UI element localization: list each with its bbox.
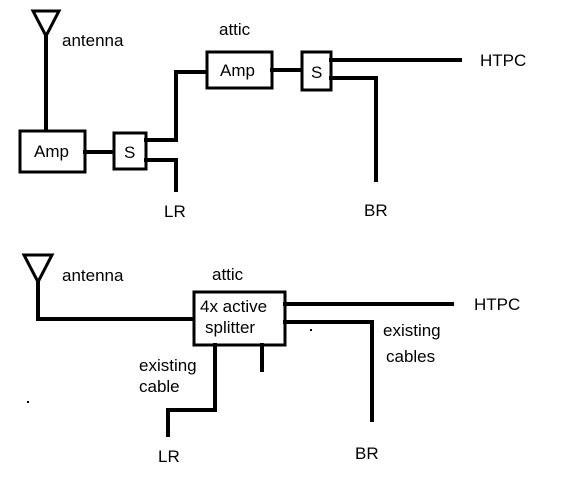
antenna-icon [30, 9, 62, 40]
splitter-to-br-wire [329, 76, 378, 182]
active-splitter-label-line1: 4x active [200, 297, 267, 316]
splitter-to-br-wire-bottom [283, 320, 374, 422]
existing-cables-label-line2: cables [386, 347, 435, 366]
amp-label-attic: Amp [220, 61, 255, 80]
stray-dot [310, 329, 312, 331]
br-label-top: BR [364, 201, 388, 220]
splitter-box-lower [112, 131, 148, 171]
splitter-label-lower: S [124, 143, 135, 162]
attic-label-bottom: attic [212, 265, 244, 284]
htpc-label-bottom: HTPC [474, 295, 520, 314]
lr-label-top: LR [164, 202, 186, 221]
splitter-to-attic-wire [144, 70, 209, 142]
lr-label-bottom: LR [158, 447, 180, 466]
antenna-to-splitter-wire [36, 280, 196, 321]
active-splitter-box [192, 290, 287, 347]
antenna-label: antenna [62, 31, 124, 50]
antenna-icon-bottom [21, 253, 55, 286]
splitter-to-lr-wire-bottom [166, 343, 217, 437]
amp-label-lower: Amp [34, 142, 69, 161]
bottom-diagram: antenna attic 4x active splitter HTPC BR… [21, 253, 520, 466]
top-diagram: antenna Amp S LR attic Amp S HTPC BR [18, 9, 526, 221]
attic-label-top: attic [219, 20, 251, 39]
antenna-label-bottom: antenna [62, 266, 124, 285]
splitter-to-lr-wire [144, 158, 178, 192]
htpc-label-top: HTPC [480, 51, 526, 70]
existing-cables-label-line1: existing [383, 321, 441, 340]
existing-cable-label-line2: cable [139, 377, 180, 396]
stray-dot [27, 401, 29, 403]
splitter-box-attic [300, 50, 333, 92]
amp-box-attic [205, 50, 274, 90]
br-label-bottom: BR [355, 444, 379, 463]
active-splitter-label-line2: splitter [205, 318, 255, 337]
existing-cable-label-line1: existing [139, 356, 197, 375]
splitter-label-attic: S [311, 63, 322, 82]
